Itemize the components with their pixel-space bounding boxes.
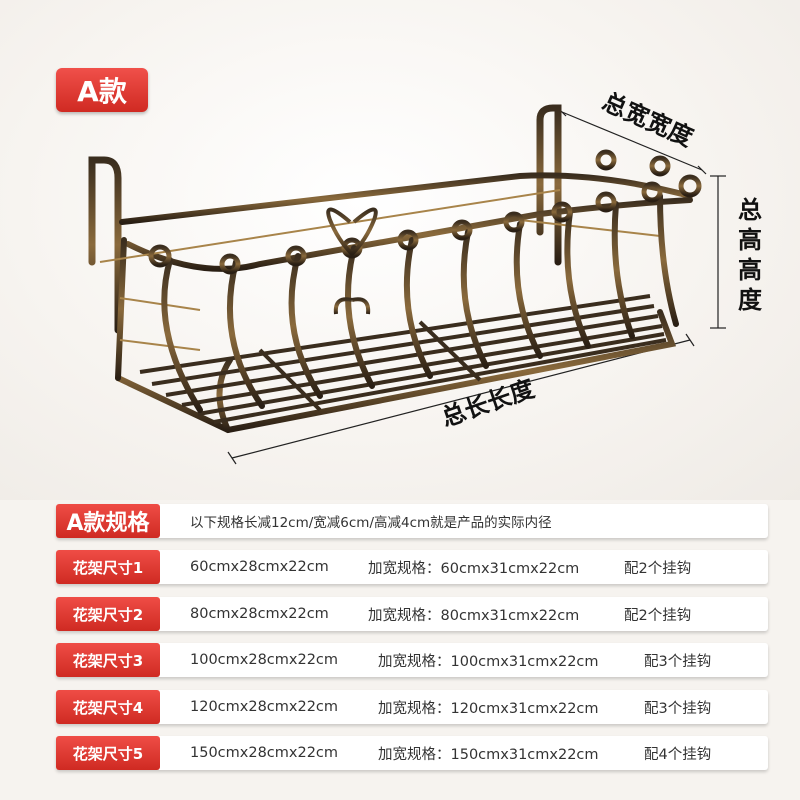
total-height-label: 总高高度 — [738, 196, 762, 314]
spec-hooks: 配2个挂钩 — [624, 607, 692, 624]
dimension-lines — [227, 107, 726, 465]
spec-hooks: 配2个挂钩 — [624, 560, 692, 577]
row-background — [56, 690, 768, 724]
spec-row: 花架尺寸2 80cmx28cmx22cm 加宽规格：80cmx31cmx22cm… — [56, 597, 768, 631]
row-background — [56, 550, 768, 584]
rack-scroll-bars — [161, 193, 679, 413]
flower-rack-illustration — [88, 104, 726, 465]
spec-row: 花架尺寸5 150cmx28cmx22cm 加宽规格：150cmx31cmx22… — [56, 736, 768, 770]
spec-header-row: A款规格 以下规格长减12cm/宽减6cm/高减4cm就是产品的实际内径 — [56, 504, 768, 538]
spec-standard-size: 60cmx28cmx22cm — [190, 559, 329, 575]
row-background — [56, 597, 768, 631]
spec-hooks: 配4个挂钩 — [644, 746, 712, 763]
spec-wide-size: 加宽规格：100cmx31cmx22cm — [378, 653, 599, 670]
hanging-hooks — [88, 104, 562, 334]
spec-wide-size: 加宽规格：60cmx31cmx22cm — [368, 560, 580, 577]
spec-standard-size: 80cmx28cmx22cm — [190, 606, 329, 622]
row-background — [56, 643, 768, 677]
spec-wide-size: 加宽规格：120cmx31cmx22cm — [378, 700, 599, 717]
rack-scroll-curls — [148, 149, 702, 275]
spec-size-tag: 花架尺寸1 — [56, 550, 160, 584]
rack-frame — [115, 172, 693, 434]
spec-header-title: A款规格 — [56, 504, 160, 538]
rack-thin-bars — [99, 189, 661, 351]
spec-wide-size: 加宽规格：80cmx31cmx22cm — [368, 607, 580, 624]
spec-hooks: 配3个挂钩 — [644, 700, 712, 717]
spec-standard-size: 100cmx28cmx22cm — [190, 652, 339, 668]
row-background — [56, 504, 768, 538]
spec-size-tag: 花架尺寸4 — [56, 690, 160, 724]
spec-row: 花架尺寸3 100cmx28cmx22cm 加宽规格：100cmx31cmx22… — [56, 643, 768, 677]
spec-header-note: 以下规格长减12cm/宽减6cm/高减4cm就是产品的实际内径 — [190, 515, 552, 531]
spec-standard-size: 120cmx28cmx22cm — [190, 699, 339, 715]
spec-size-tag: 花架尺寸5 — [56, 736, 160, 770]
spec-hooks: 配3个挂钩 — [644, 653, 712, 670]
spec-size-tag: 花架尺寸2 — [56, 597, 160, 631]
spec-standard-size: 150cmx28cmx22cm — [190, 745, 339, 761]
spec-wide-size: 加宽规格：150cmx31cmx22cm — [378, 746, 599, 763]
spec-size-tag: 花架尺寸3 — [56, 643, 160, 677]
spec-row: 花架尺寸4 120cmx28cmx22cm 加宽规格：120cmx31cmx22… — [56, 690, 768, 724]
model-badge: A款 — [56, 68, 148, 112]
heart-ornament — [326, 207, 378, 320]
row-background — [56, 736, 768, 770]
spec-row: 花架尺寸1 60cmx28cmx22cm 加宽规格：60cmx31cmx22cm… — [56, 550, 768, 584]
